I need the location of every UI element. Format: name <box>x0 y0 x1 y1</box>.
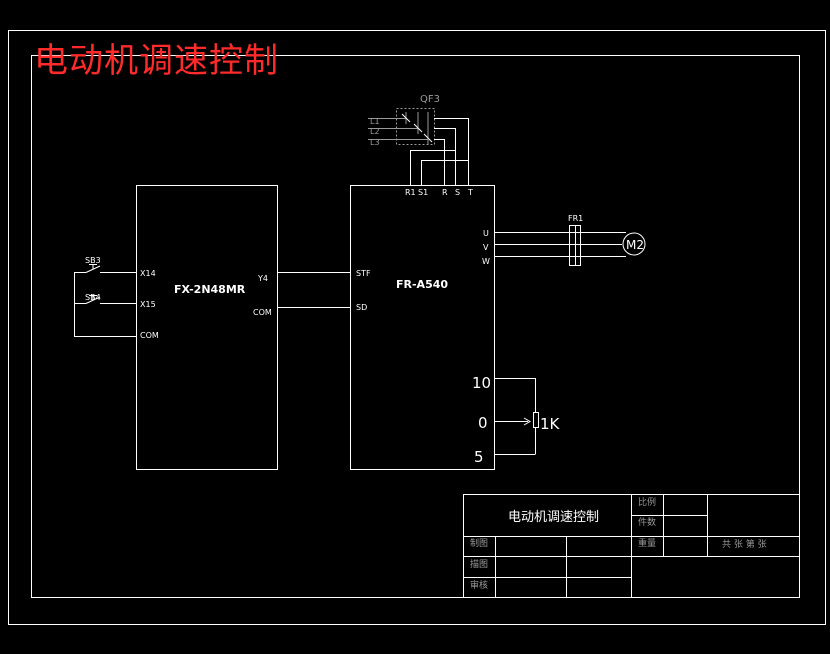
plc-input-x14: X14 <box>140 269 156 278</box>
potentiometer-wiring <box>494 378 539 455</box>
inverter-terminal-10: 10 <box>472 374 491 392</box>
title-block-drawing-title: 电动机调速控制 <box>508 510 599 525</box>
inverter-terminal-s1: S1 <box>418 188 428 197</box>
inverter-terminal-u: U <box>483 229 489 238</box>
motor-label: M2 <box>626 238 644 252</box>
inverter-terminal-sd: SD <box>356 303 367 312</box>
thermal-relay-label: FR1 <box>568 214 583 223</box>
inverter-terminal-5: 5 <box>474 448 484 466</box>
inverter-terminal-r1: R1 <box>405 188 416 197</box>
page-title: 电动机调速控制 <box>34 41 279 81</box>
inverter-terminal-s: S <box>455 188 460 197</box>
inverter-name: FR-A540 <box>396 278 448 291</box>
inverter-terminal-0: 0 <box>478 414 488 432</box>
outer-frame <box>8 30 826 625</box>
breaker-l3-label: L3 <box>370 138 380 147</box>
input-switch-wiring <box>74 264 136 337</box>
inverter-terminal-r: R <box>442 188 448 197</box>
title-block <box>463 494 800 598</box>
plc-output-com: COM <box>253 308 272 317</box>
title-block-weight: 重量 <box>638 537 656 549</box>
switch-sb4-label: SB4 <box>85 293 101 302</box>
title-block-scale: 比例 <box>638 496 656 508</box>
plc-input-x15: X15 <box>140 300 156 309</box>
breaker-qf3 <box>368 108 435 145</box>
switch-sb3-label: SB3 <box>85 256 101 265</box>
title-block-pieces: 件数 <box>638 516 656 528</box>
supply-wiring <box>410 118 469 186</box>
inverter-terminal-stf: STF <box>356 269 371 278</box>
inverter-terminal-v: V <box>483 243 489 252</box>
title-block-designed: 描图 <box>470 558 488 570</box>
inverter-terminal-t: T <box>467 188 473 197</box>
breaker-l1-label: L1 <box>370 117 380 126</box>
inverter-terminal-w: W <box>482 257 490 266</box>
plc-block: FX-2N48MR X14 X15 COM Y4 COM <box>136 185 278 470</box>
inverter-block: FR-A540 R1 S1 R S T U V W STF SD 10 0 5 <box>350 185 495 470</box>
motor-symbol <box>622 232 646 256</box>
motor-wiring <box>494 225 626 266</box>
title-block-checked: 审核 <box>470 579 488 591</box>
inner-frame <box>31 55 800 598</box>
title-block-sheets: 共 张 第 张 <box>722 538 767 550</box>
breaker-l2-label: L2 <box>370 127 380 136</box>
plc-input-com: COM <box>140 331 159 340</box>
title-block-drawn: 制图 <box>470 537 488 549</box>
plc-output-y4: Y4 <box>257 274 268 283</box>
plc-name: FX-2N48MR <box>174 283 246 296</box>
breaker-qf3-label: QF3 <box>420 94 440 105</box>
plc-inverter-wiring <box>277 272 350 308</box>
potentiometer-label: 1K <box>540 415 561 433</box>
